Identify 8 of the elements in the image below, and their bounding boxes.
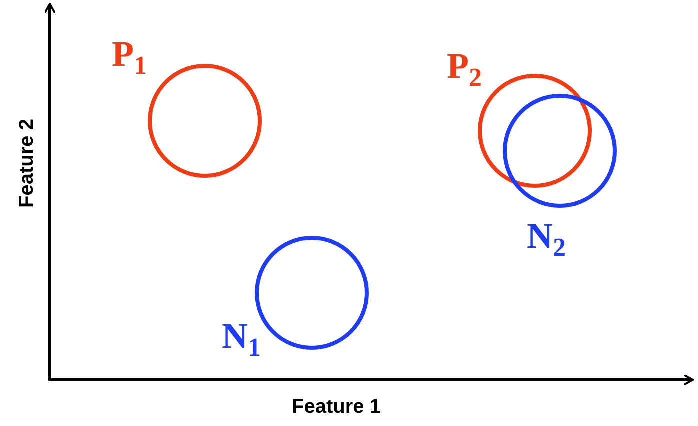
circle-outline [147,63,263,179]
axis-label: Feature 1 [292,396,381,419]
point-label: P$_{1}$ [112,36,147,79]
point-label: P$_{2}$ [447,48,482,91]
axis-label: Feature 2 [16,119,39,208]
circle-outline [502,93,618,209]
point-label: N$_{2}$ [527,218,566,261]
point-label: N$_{1}$ [222,318,261,361]
